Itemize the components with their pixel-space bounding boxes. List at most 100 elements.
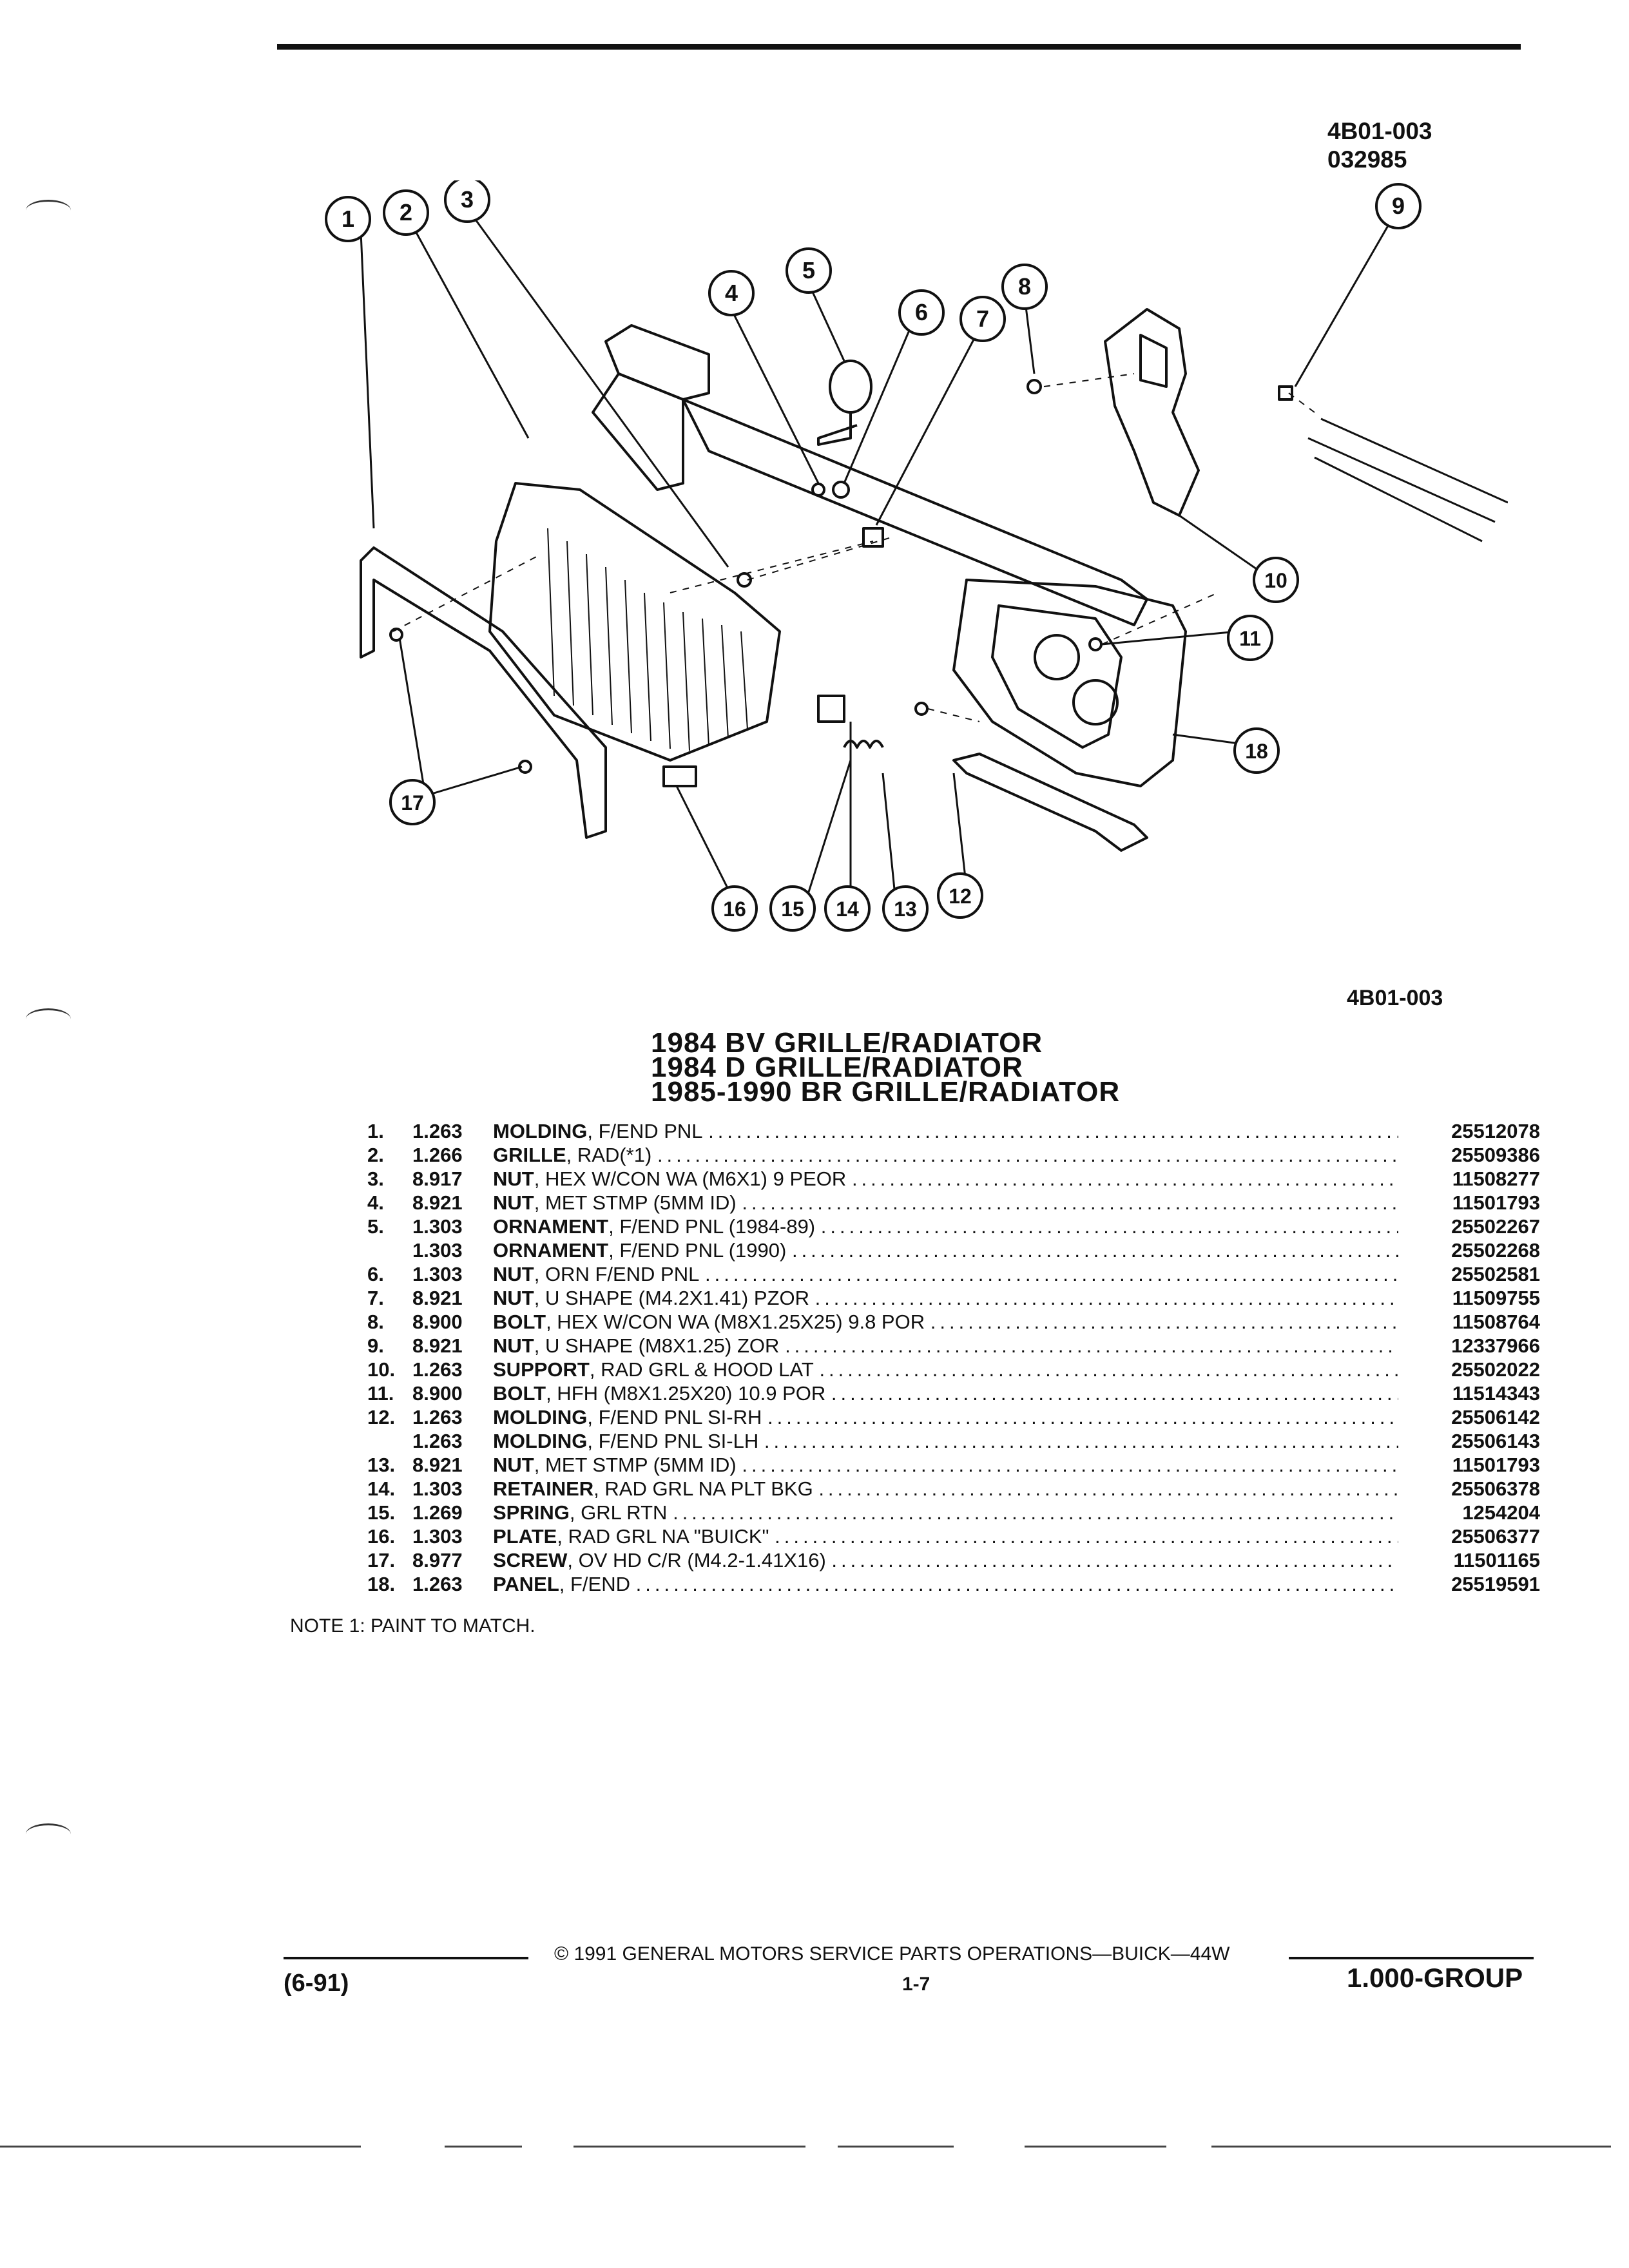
part-name: SPRING [493, 1501, 570, 1524]
callout: 2 [383, 189, 429, 236]
leader-dots: ........................................… [742, 1454, 1398, 1476]
leader-dots: ........................................… [831, 1382, 1398, 1405]
callout-circle [959, 296, 1006, 342]
figure-code: 4B01-003 032985 [1327, 117, 1432, 174]
copyright-notice: © 1991 GENERAL MOTORS SERVICE PARTS OPER… [554, 1943, 1230, 1965]
callout-circle [882, 885, 929, 932]
part-description: MOLDING, F/END PNL .....................… [493, 1120, 1398, 1143]
item-number: 15. [367, 1501, 396, 1524]
footer-rule-right [1289, 1957, 1534, 1959]
leader-dots: ........................................… [742, 1191, 1398, 1214]
group-code: 8.921 [412, 1334, 463, 1357]
part-number: 11508764 [1452, 1311, 1540, 1333]
part-number: 25502022 [1451, 1358, 1540, 1381]
callout: 13 [882, 885, 929, 932]
part-name: RETAINER [493, 1477, 594, 1500]
part-number: 25506377 [1451, 1525, 1540, 1548]
callout: 4 [708, 270, 755, 316]
callout: 11 [1227, 615, 1273, 661]
group-code: 1.303 [412, 1239, 463, 1262]
callout: 3 [444, 180, 490, 223]
leader-dots: ........................................… [930, 1311, 1398, 1333]
part-number: 11501793 [1452, 1191, 1540, 1214]
part-name: SUPPORT [493, 1358, 590, 1381]
part-name: NUT [493, 1287, 534, 1309]
part-description: PLATE, RAD GRL NA "BUICK" ..............… [493, 1525, 1398, 1548]
part-name: NUT [493, 1168, 534, 1190]
part-description: SPRING, GRL RTN ........................… [493, 1501, 1398, 1524]
part-detail: , GRL RTN [569, 1501, 668, 1524]
part-number: 12337966 [1451, 1334, 1540, 1357]
part-name: SCREW [493, 1549, 568, 1571]
leader-dots: ........................................… [831, 1549, 1398, 1571]
group-code: 1.303 [412, 1525, 463, 1548]
part-detail: , F/END PNL (1990) [608, 1239, 787, 1262]
part-name: GRILLE [493, 1144, 566, 1166]
group-code: 1.263 [412, 1358, 463, 1381]
part-number: 11514343 [1452, 1382, 1540, 1405]
leader-dots: ........................................… [657, 1144, 1398, 1166]
callout-number: 14 [836, 898, 859, 921]
callout-circle [898, 289, 945, 336]
top-rule [277, 44, 1521, 50]
part-description: RETAINER, RAD GRL NA PLT BKG ...........… [493, 1477, 1398, 1501]
callout: 12 [937, 872, 983, 919]
group-code: 1.263 [412, 1573, 463, 1595]
callout: 6 [898, 289, 945, 336]
part-description: NUT, U SHAPE (M8X1.25) ZOR .............… [493, 1334, 1398, 1358]
part-detail: , F/END PNL [587, 1120, 703, 1142]
part-description: BOLT, HEX W/CON WA (M8X1.25X25) 9.8 POR … [493, 1311, 1398, 1334]
part-number: 25502268 [1451, 1239, 1540, 1262]
panel-upper-box [592, 372, 684, 491]
callout-number: 12 [949, 885, 972, 908]
figure-code-line: 4B01-003 [1327, 118, 1432, 144]
part-number: 25519591 [1451, 1573, 1540, 1595]
section-title: 1985-1990 BR GRILLE/RADIATOR [651, 1076, 1121, 1108]
part-detail: , F/END PNL (1984-89) [608, 1215, 816, 1238]
part-name: NUT [493, 1454, 534, 1476]
part-description: MOLDING, F/END PNL SI-LH ...............… [493, 1430, 1398, 1453]
part-detail: , OV HD C/R (M4.2-1.41X16) [567, 1549, 826, 1571]
part-number: 11509755 [1452, 1287, 1540, 1309]
callout-number: 5 [802, 257, 815, 284]
part-name: NUT [493, 1334, 534, 1357]
callout: 9 [1375, 183, 1422, 229]
leader-dots: ........................................… [851, 1168, 1398, 1190]
part-name: MOLDING [493, 1406, 588, 1428]
part-description: SUPPORT, RAD GRL & HOOD LAT ............… [493, 1358, 1398, 1381]
callout: 15 [769, 885, 816, 932]
part-name: MOLDING [493, 1120, 588, 1142]
scan-artifact [574, 2146, 805, 2148]
callout-number: 4 [725, 280, 738, 306]
part-description: ORNAMENT, F/END PNL (1990) .............… [493, 1239, 1398, 1262]
callout: 16 [711, 885, 758, 932]
part-description: ORNAMENT, F/END PNL (1984-89) ..........… [493, 1215, 1398, 1238]
part-row: 1.303 ORNAMENT, F/END PNL (1990) ........… [348, 1239, 1540, 1263]
part-detail: , HEX W/CON WA (M6X1) 9 PEOR [534, 1168, 847, 1190]
callout-circle [937, 872, 983, 919]
leader-dots: ........................................… [819, 1358, 1398, 1381]
callout-number: 2 [400, 199, 412, 226]
part-number: 25512078 [1451, 1120, 1540, 1142]
part-description: MOLDING, F/END PNL SI-RH ...............… [493, 1406, 1398, 1429]
callout-number: 8 [1018, 273, 1031, 300]
item-number: 6. [367, 1263, 384, 1285]
leader-dots: ........................................… [775, 1525, 1398, 1548]
part-detail: , F/END PNL SI-RH [587, 1406, 762, 1428]
callout-number: 6 [915, 299, 928, 325]
group-code: 1.303 [412, 1477, 463, 1500]
ornament [829, 360, 872, 414]
